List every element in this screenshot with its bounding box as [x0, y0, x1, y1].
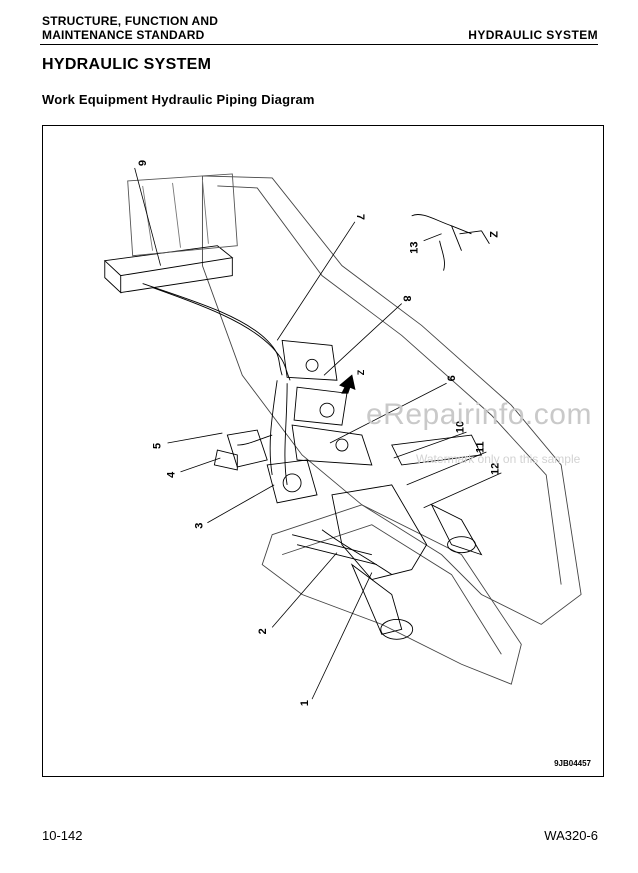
header-chapter: HYDRAULIC SYSTEM — [468, 28, 598, 42]
view-label-z-detail: Z — [488, 231, 500, 238]
watermark-text: eRepairinfo.com — [366, 398, 592, 431]
page-subtitle: Work Equipment Hydraulic Piping Diagram — [42, 92, 315, 107]
cylinders — [292, 434, 483, 640]
callout-9: 9 — [445, 375, 457, 381]
piping-diagram: 6 7 8 9 5 4 3 2 1 10 11 12 13 Z Z — [103, 160, 582, 706]
header-line-1: STRUCTURE, FUNCTION AND — [42, 14, 219, 28]
callout-11: 11 — [474, 441, 486, 453]
callout-12: 12 — [489, 463, 501, 475]
model-number: WA320-6 — [544, 828, 598, 843]
control-valve — [281, 339, 373, 466]
callout-8: 8 — [401, 296, 413, 302]
callout-4: 4 — [166, 471, 178, 478]
header-section-title: STRUCTURE, FUNCTION AND MAINTENANCE STAN… — [42, 14, 218, 42]
view-label-z-arrow: Z — [356, 369, 366, 375]
leader-lines — [134, 167, 502, 700]
callout-7: 7 — [354, 214, 366, 220]
callout-1: 1 — [299, 700, 311, 706]
header-line-2: MAINTENANCE STANDARD — [42, 28, 205, 42]
frame-outline — [201, 175, 582, 685]
ppc-valve-detail — [411, 214, 490, 271]
page-title: HYDRAULIC SYSTEM — [42, 56, 212, 73]
callout-10: 10 — [454, 421, 466, 433]
view-arrow — [339, 374, 356, 394]
page-number: 10-142 — [42, 828, 83, 843]
watermark-subtext: Watermark only on this sample — [416, 452, 581, 466]
header-divider — [40, 44, 598, 45]
callout-2: 2 — [257, 628, 269, 634]
callout-13: 13 — [409, 242, 421, 254]
oil-cooler — [103, 173, 238, 294]
diagram-frame: 6 7 8 9 5 4 3 2 1 10 11 12 13 Z Z 9JB044… — [42, 125, 604, 777]
callout-6: 6 — [136, 160, 148, 166]
callout-3: 3 — [193, 523, 205, 529]
figure-id: 9JB04457 — [554, 759, 591, 768]
pumps — [213, 429, 318, 504]
callout-5: 5 — [152, 443, 164, 449]
